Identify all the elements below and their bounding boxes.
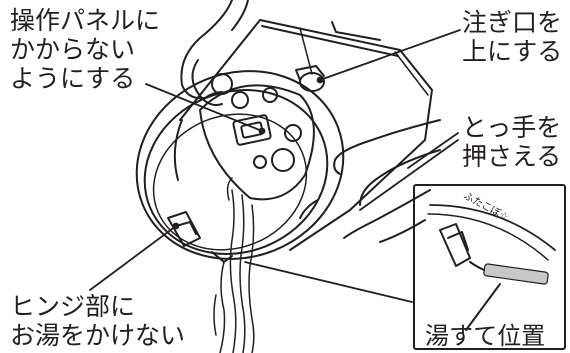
inset-box — [413, 184, 566, 350]
pot-body — [179, 19, 433, 251]
label-spout: 注ぎ口を 上にする — [462, 8, 562, 66]
hand-left — [173, 0, 249, 181]
label-hinge: ヒンジ部に お湯をかけない — [10, 292, 185, 350]
label-drain-position: 湯すて位置 — [425, 322, 546, 350]
label-spout-line1: 注ぎ口を — [462, 8, 563, 37]
label-panel-line2: かからない — [10, 35, 136, 64]
label-handle-line1: とっ手を — [462, 113, 562, 142]
label-spout-line2: 上にする — [462, 37, 563, 66]
water-stream — [213, 177, 255, 353]
label-hinge-line1: ヒンジ部に — [10, 292, 136, 321]
label-panel: 操作パネルに かからない ようにする — [10, 6, 160, 93]
label-handle: とっ手を 押さえる — [462, 113, 561, 171]
hand-right — [299, 119, 441, 243]
label-panel-line1: 操作パネルに — [10, 6, 161, 35]
label-hinge-line2: お湯をかけない — [10, 321, 186, 350]
label-handle-line2: 押さえる — [462, 142, 562, 171]
label-panel-line3: ようにする — [10, 64, 136, 93]
leader-lines — [89, 29, 461, 303]
control-panel — [199, 73, 315, 201]
